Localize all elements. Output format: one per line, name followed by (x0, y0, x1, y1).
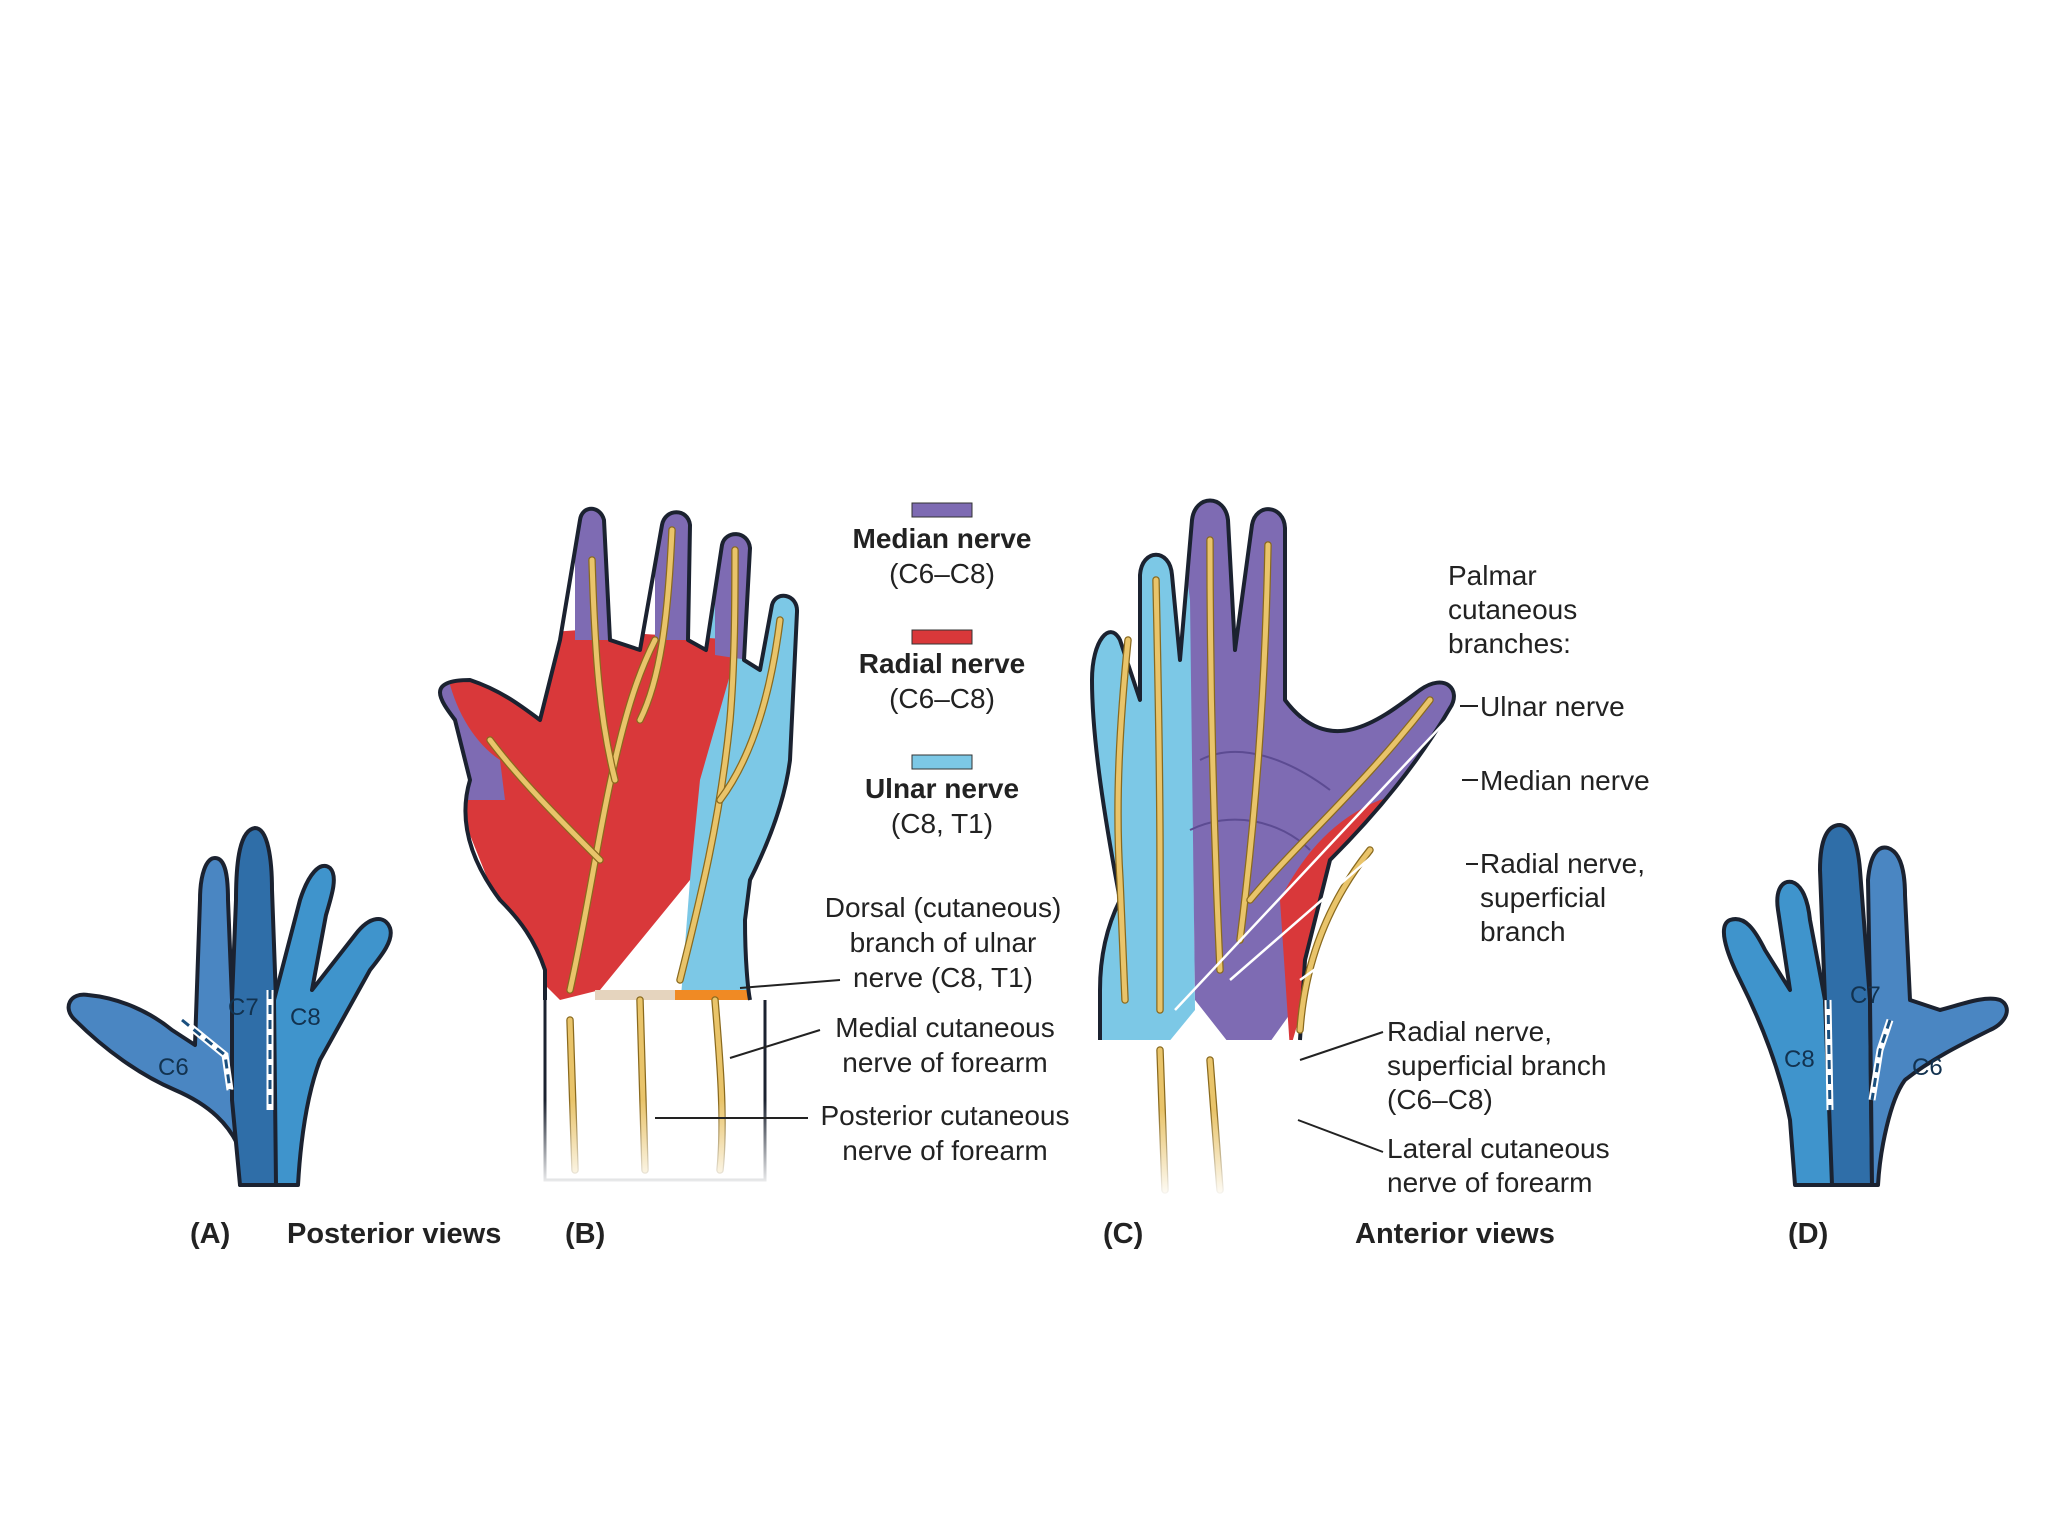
radial-superficial-roots-label-1: Radial nerve, (1387, 1016, 1552, 1047)
legend-ulnar-roots: (C8, T1) (891, 808, 993, 839)
palmar-heading-3: branches: (1448, 628, 1571, 659)
panel-d-c7-label: C7 (1850, 982, 1881, 1009)
panel-c-median-region (1175, 500, 1454, 1040)
panel-c-hand (1080, 498, 1469, 1200)
radial-superficial-roots-label-2: superficial branch (1387, 1050, 1606, 1081)
palmar-heading-1: Palmar (1448, 560, 1537, 591)
legend-median-swatch (911, 502, 973, 518)
dorsal-branch-label-1: Dorsal (cutaneous) (825, 892, 1062, 923)
panel-d-c8-region (1721, 879, 1837, 1187)
posterior-views-caption: Posterior views (287, 1218, 501, 1250)
legend-radial-swatch (911, 629, 973, 645)
anterior-callouts: Palmar cutaneous branches: Ulnar nerve M… (1297, 560, 1650, 1198)
panel-b-radial-region (440, 630, 740, 1000)
panel-a-label: (A) (190, 1218, 230, 1250)
panel-a-c7-label: C7 (228, 994, 259, 1021)
radial-superficial-roots-label-3: (C6–C8) (1387, 1084, 1493, 1115)
medial-cutaneous-label-2: nerve of forearm (842, 1047, 1047, 1078)
anterior-views-caption: Anterior views (1355, 1218, 1555, 1250)
legend-ulnar-name: Ulnar nerve (865, 773, 1019, 804)
panel-d-c8-label: C8 (1784, 1046, 1815, 1073)
medial-cutaneous-leader (729, 1029, 821, 1059)
palmar-radial-label-1: Radial nerve, (1480, 848, 1645, 879)
panel-c-radial-region (1280, 790, 1420, 1040)
panel-c-label: (C) (1103, 1218, 1143, 1250)
dorsal-branch-leader (739, 979, 841, 989)
lateral-cutaneous-label-1: Lateral cutaneous (1387, 1133, 1610, 1164)
panel-a-hand: C6 C7 C8 (66, 826, 393, 1187)
palmar-median-label: Median nerve (1480, 765, 1650, 796)
posterior-cutaneous-label-2: nerve of forearm (842, 1135, 1047, 1166)
legend-median-roots: (C6–C8) (889, 558, 995, 589)
legend-median-name: Median nerve (853, 523, 1032, 554)
palmar-radial-label-2: superficial (1480, 882, 1606, 913)
panel-b-label: (B) (565, 1218, 605, 1250)
panel-b-nerve-branches (486, 526, 784, 1174)
panel-c-ulnar-region (1092, 500, 1195, 1040)
medial-cutaneous-label-1: Medial cutaneous (835, 1012, 1054, 1043)
panel-d-hand: C6 C7 C8 (1721, 823, 2009, 1187)
palmar-ulnar-label: Ulnar nerve (1480, 691, 1625, 722)
panel-a-c6-region (66, 856, 282, 1187)
legend: Median nerve (C6–C8) Radial nerve (C6–C8… (853, 502, 1032, 839)
lateral-cutaneous-label-2: nerve of forearm (1387, 1167, 1592, 1198)
panel-a-c6-label: C6 (158, 1054, 189, 1081)
palmar-heading-2: cutaneous (1448, 594, 1577, 625)
palmar-radial-label-3: branch (1480, 916, 1566, 947)
dorsal-branch-label-2: branch of ulnar (850, 927, 1037, 958)
panel-b-medial-cutaneous-region (675, 990, 765, 1000)
legend-radial-roots: (C6–C8) (889, 683, 995, 714)
legend-ulnar-swatch (911, 754, 973, 770)
posterior-callouts: Dorsal (cutaneous) branch of ulnar nerve… (655, 892, 1070, 1166)
legend-radial-name: Radial nerve (859, 648, 1026, 679)
panel-b-posterior-cutaneous-region (595, 990, 675, 1000)
panel-d-c6-region (1866, 845, 2009, 1187)
panel-b-hand (438, 506, 799, 1190)
panel-d-label: (D) (1788, 1218, 1828, 1250)
panel-a-c8-region (272, 864, 393, 1187)
panel-d-c6-label: C6 (1912, 1054, 1943, 1081)
dorsal-branch-label-3: nerve (C8, T1) (853, 962, 1033, 993)
panel-a-c8-label: C8 (290, 1004, 321, 1031)
posterior-cutaneous-label-1: Posterior cutaneous (820, 1100, 1069, 1131)
